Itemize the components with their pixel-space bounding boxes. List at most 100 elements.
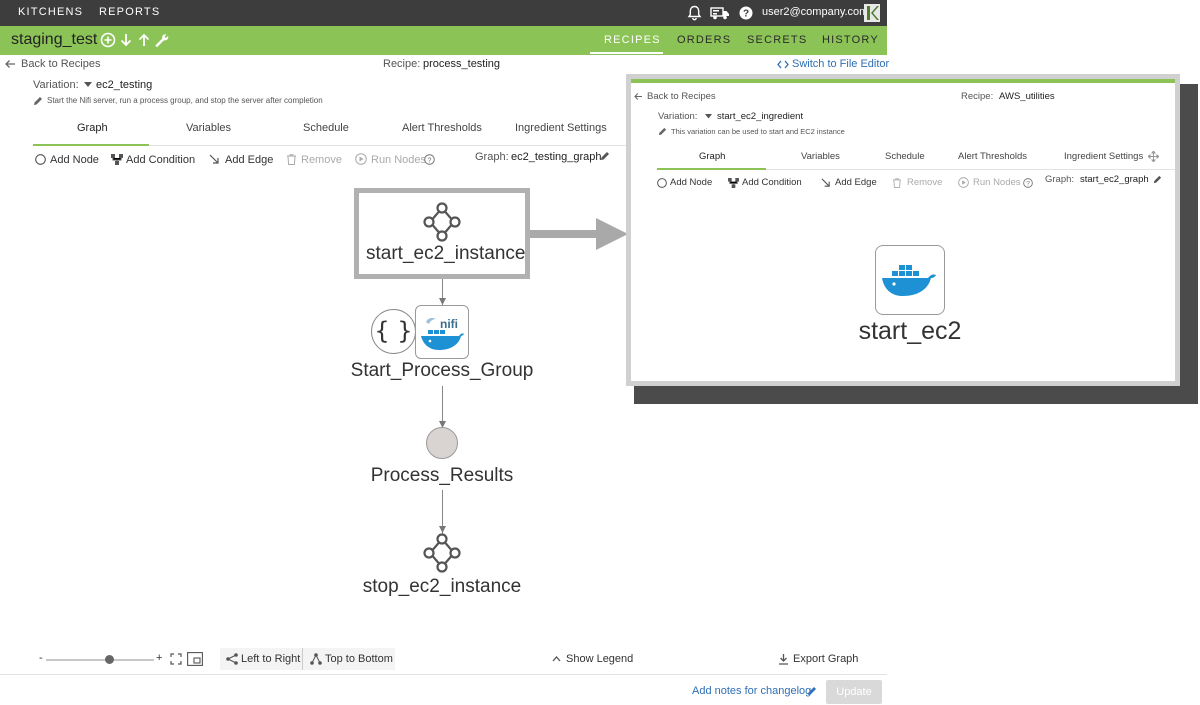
inset-variation-select[interactable]: start_ec2_ingredient — [717, 111, 804, 122]
trash-icon[interactable] — [893, 178, 901, 188]
inset-node-label: start_ec2 — [858, 317, 962, 345]
run-icon[interactable] — [958, 177, 969, 188]
run-nodes-button[interactable]: Run Nodes — [371, 154, 427, 166]
top-to-bottom-button[interactable]: Top to Bottom — [325, 653, 393, 665]
top-nav: KITCHENS REPORTS ? user2@company.com — [0, 0, 887, 26]
wrench-icon[interactable] — [153, 32, 169, 48]
tab-alert-thresholds[interactable]: Alert Thresholds — [402, 122, 482, 134]
add-edge-icon[interactable] — [209, 154, 220, 165]
export-graph-button[interactable]: Export Graph — [793, 653, 859, 665]
inset-tab-schedule[interactable]: Schedule — [885, 151, 925, 162]
pencil-icon[interactable] — [807, 686, 817, 696]
zoom-slider-handle[interactable] — [105, 655, 114, 664]
inset-node-start-ec2[interactable] — [875, 245, 945, 315]
help-circle-icon[interactable]: ? — [1023, 178, 1033, 188]
inset-tab-variables[interactable]: Variables — [801, 151, 840, 162]
caret-down-icon[interactable] — [84, 82, 92, 88]
user-email[interactable]: user2@company.com — [762, 6, 869, 18]
inset-tab-alert-thresholds[interactable]: Alert Thresholds — [958, 151, 1027, 162]
inset-back-link[interactable]: Back to Recipes — [647, 91, 716, 102]
edit-graph-icon[interactable] — [1153, 175, 1162, 184]
arrow-up-icon[interactable] — [136, 32, 152, 48]
back-arrow-icon[interactable] — [4, 59, 16, 69]
caret-down-icon[interactable] — [705, 114, 712, 119]
chevron-up-icon[interactable] — [552, 655, 561, 662]
ingredient-inset-content: Back to Recipes Recipe: AWS_utilities Va… — [631, 79, 1175, 381]
edge-arrowhead — [439, 298, 446, 305]
zoom-out-button[interactable]: - — [39, 652, 43, 664]
callout-arrow-shaft — [530, 230, 600, 238]
update-button[interactable]: Update — [826, 680, 882, 704]
help-icon[interactable]: ? — [739, 6, 753, 20]
tab-recipes[interactable]: RECIPES — [604, 34, 661, 46]
node-label: Start_Process_Group — [350, 360, 534, 381]
add-condition-icon[interactable] — [728, 178, 739, 188]
inset-add-condition-button[interactable]: Add Condition — [742, 177, 802, 188]
code-icon[interactable] — [777, 60, 789, 69]
add-edge-icon[interactable] — [821, 178, 831, 188]
inset-add-node-button[interactable]: Add Node — [670, 177, 713, 188]
condition-braces-icon[interactable]: { } — [371, 309, 416, 354]
edit-graph-icon[interactable] — [600, 151, 610, 161]
variation-select[interactable]: ec2_testing — [96, 79, 153, 91]
pencil-icon[interactable] — [33, 96, 43, 106]
back-to-recipes-link[interactable]: Back to Recipes — [21, 58, 101, 70]
node-process-results[interactable] — [426, 427, 458, 459]
user-avatar-icon[interactable] — [864, 4, 880, 22]
changelog-link[interactable]: Add notes for changelog — [692, 685, 812, 697]
download-icon[interactable] — [778, 653, 789, 665]
tab-variables[interactable]: Variables — [186, 122, 232, 134]
inset-tab-graph[interactable]: Graph — [699, 151, 726, 162]
left-to-right-button[interactable]: Left to Right — [241, 653, 301, 665]
trash-icon[interactable] — [287, 154, 296, 165]
zoom-in-button[interactable]: + — [156, 652, 163, 664]
tab-ingredient-settings[interactable]: Ingredient Settings — [515, 122, 607, 134]
tab-history[interactable]: HISTORY — [822, 34, 879, 46]
nav-reports[interactable]: REPORTS — [99, 6, 161, 18]
tab-orders[interactable]: ORDERS — [677, 34, 732, 46]
order-truck-icon[interactable] — [710, 6, 730, 20]
inset-tab-graph-indicator — [657, 168, 766, 170]
node-label: stop_ec2_instance — [362, 576, 522, 597]
tab-secrets[interactable]: SECRETS — [747, 34, 808, 46]
node-label: Process_Results — [370, 465, 514, 486]
fit-screen-icon[interactable] — [170, 653, 182, 665]
switch-to-file-editor-link[interactable]: Switch to File Editor — [792, 58, 890, 70]
bell-icon[interactable] — [687, 5, 702, 21]
add-circle-icon[interactable] — [100, 32, 116, 48]
inset-add-edge-button[interactable]: Add Edge — [835, 177, 877, 188]
svg-text:?: ? — [427, 155, 431, 164]
add-condition-button[interactable]: Add Condition — [126, 154, 196, 166]
add-node-icon[interactable] — [35, 154, 46, 165]
inset-run-nodes-button[interactable]: Run Nodes — [973, 177, 1021, 188]
remove-button[interactable]: Remove — [301, 154, 342, 166]
nav-kitchens[interactable]: KITCHENS — [18, 6, 84, 18]
edge-arrowhead — [439, 526, 446, 533]
back-arrow-icon[interactable] — [633, 92, 643, 101]
svg-text:nifi: nifi — [440, 317, 458, 331]
tab-graph[interactable]: Graph — [77, 122, 108, 134]
node-start-process-group[interactable]: nifi — [415, 305, 469, 359]
add-condition-icon[interactable] — [111, 154, 123, 165]
inset-remove-button[interactable]: Remove — [907, 177, 943, 188]
arrow-down-icon[interactable] — [118, 32, 134, 48]
show-legend-button[interactable]: Show Legend — [566, 653, 634, 665]
edge-arrowhead — [439, 421, 446, 428]
tab-schedule[interactable]: Schedule — [303, 122, 349, 134]
zoom-slider-track[interactable] — [46, 659, 154, 661]
add-edge-button[interactable]: Add Edge — [225, 154, 274, 166]
add-node-button[interactable]: Add Node — [50, 154, 99, 166]
tree-layout-icon[interactable] — [310, 653, 322, 665]
recipe-name: process_testing — [423, 58, 501, 70]
share-layout-icon[interactable] — [226, 653, 238, 665]
help-circle-icon[interactable]: ? — [424, 154, 435, 165]
minimap-icon[interactable] — [187, 652, 203, 666]
ingredient-node-icon[interactable] — [422, 533, 462, 573]
inset-tab-ingredient-settings[interactable]: Ingredient Settings — [1064, 151, 1144, 162]
pencil-icon[interactable] — [658, 127, 667, 136]
kitchen-bar: staging_test RECIPES ORDERS SECRETS HIST… — [0, 26, 887, 55]
callout-arrow-head — [596, 218, 628, 250]
add-node-icon[interactable] — [657, 178, 667, 188]
inset-variation-label: Variation: — [658, 111, 698, 122]
run-icon[interactable] — [355, 153, 367, 165]
